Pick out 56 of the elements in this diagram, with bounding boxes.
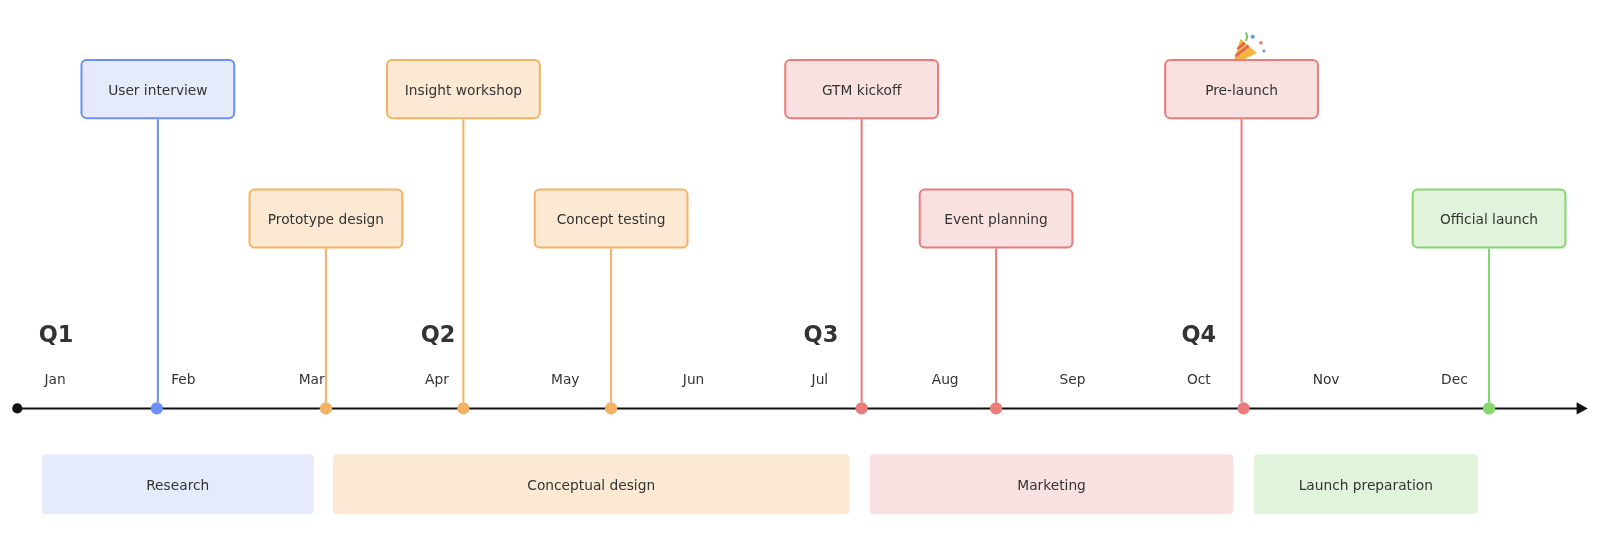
month-label: Apr <box>425 370 449 388</box>
milestone-dot <box>1482 402 1496 415</box>
connector-line <box>1240 119 1243 403</box>
milestone-label: Official launch <box>1440 210 1539 227</box>
month-label: Jul <box>811 370 829 388</box>
quarter-label: Q3 <box>803 321 839 348</box>
connector-line <box>860 119 863 403</box>
milestone-box <box>918 188 1074 249</box>
phase-band <box>1253 454 1478 515</box>
quarter-label: Q1 <box>38 321 74 348</box>
month-label: Aug <box>931 370 959 388</box>
milestone-box <box>80 59 236 120</box>
milestone-dot <box>319 402 333 415</box>
phase-label: Marketing <box>1017 476 1086 493</box>
quarter-label: Q2 <box>420 321 456 348</box>
connector-line <box>1488 248 1491 403</box>
milestone-label: GTM kickoff <box>821 80 902 98</box>
milestone-box <box>1164 59 1319 120</box>
milestone-box <box>533 188 689 249</box>
milestone-dot <box>150 402 163 415</box>
phase-band <box>41 454 314 515</box>
milestone-dot <box>605 402 618 415</box>
month-label: Mar <box>298 370 325 388</box>
month-label: Jan <box>44 370 66 388</box>
milestone-label: User interview <box>108 80 208 98</box>
milestone-label: Pre-launch <box>1205 80 1278 98</box>
phase-band <box>869 454 1234 515</box>
month-label: Jun <box>682 370 705 388</box>
milestone-box <box>1411 188 1567 249</box>
phase-label: Launch preparation <box>1298 476 1433 493</box>
milestone-dot <box>1237 402 1250 415</box>
milestone-dot <box>989 402 1003 415</box>
month-label: Nov <box>1312 370 1340 388</box>
month-label: May <box>551 370 580 388</box>
connector-line <box>610 248 613 403</box>
phase-band <box>333 454 850 515</box>
month-label: Oct <box>1186 370 1211 388</box>
connector-line <box>995 248 998 403</box>
milestone-label: Concept testing <box>556 210 666 227</box>
phase-label: Conceptual design <box>527 476 656 493</box>
milestone-dot <box>855 402 868 415</box>
milestone-label: Event planning <box>944 210 1048 227</box>
connector-line <box>462 119 465 403</box>
connector-line <box>324 248 327 403</box>
milestone-box <box>784 59 940 120</box>
month-label: Sep <box>1059 370 1086 388</box>
milestone-dot <box>457 402 470 415</box>
connector-line <box>156 119 159 403</box>
milestone-box <box>248 188 404 249</box>
phase-label: Research <box>146 476 210 493</box>
month-label: Feb <box>171 370 196 388</box>
milestone-label: Prototype design <box>267 210 385 227</box>
quarter-label: Q4 <box>1181 321 1217 348</box>
milestone-box <box>386 59 541 120</box>
month-label: Dec <box>1441 370 1468 388</box>
milestone-label: Insight workshop <box>404 80 523 98</box>
